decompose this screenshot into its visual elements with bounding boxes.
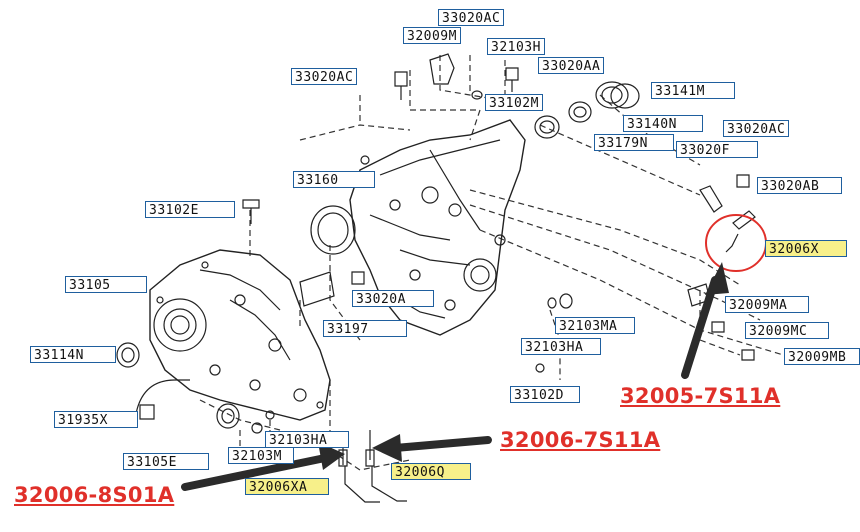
label-32009ma: 32009MA <box>725 296 809 313</box>
label-33114n: 33114N <box>30 346 116 363</box>
label-33020ac-right: 33020AC <box>723 120 790 137</box>
label-32103h: 32103H <box>487 38 545 55</box>
rear-case-housing <box>349 119 526 336</box>
label-31935x: 31935X <box>54 411 138 428</box>
label-33105e: 33105E <box>123 453 209 470</box>
label-33179n: 33179N <box>594 134 674 151</box>
front-case-housing <box>149 249 331 421</box>
sensor-highlight-circle <box>705 214 767 272</box>
arrow-heads <box>318 262 729 470</box>
label-33102m: 33102M <box>485 94 543 111</box>
arrow-to-32006x <box>681 276 719 379</box>
arrow-to-32006xa <box>181 454 329 491</box>
label-32009m: 32009M <box>403 27 461 44</box>
label-32103ma: 32103MA <box>555 317 635 334</box>
label-32103ha-low: 32103HA <box>265 431 349 448</box>
label-33140n: 33140N <box>623 115 703 132</box>
annotation-32006-8s01a: 32006-8S01A <box>14 483 175 507</box>
label-33102e: 33102E <box>145 201 235 218</box>
label-33020a: 33020A <box>352 290 434 307</box>
label-32006q: 32006Q <box>391 463 471 480</box>
label-33020ac-left: 33020AC <box>291 68 358 85</box>
label-33160: 33160 <box>293 171 375 188</box>
label-33020aa: 33020AA <box>538 57 605 74</box>
label-33197: 33197 <box>323 320 407 337</box>
label-32103m: 32103M <box>228 447 294 464</box>
label-32103ha-mid: 32103HA <box>521 338 601 355</box>
label-32006xa: 32006XA <box>245 478 329 495</box>
label-32006x: 32006X <box>765 240 847 257</box>
annotation-arrows <box>181 276 719 491</box>
label-33102d: 33102D <box>510 386 580 403</box>
label-33020f: 33020F <box>676 141 758 158</box>
label-33020ab: 33020AB <box>757 177 842 194</box>
label-32009mc: 32009MC <box>745 322 829 339</box>
annotation-32006-7s11a: 32006-7S11A <box>500 428 661 452</box>
label-33105: 33105 <box>65 276 147 293</box>
annotation-32005-7s11a: 32005-7S11A <box>620 384 781 408</box>
arrow-to-32006q <box>391 436 492 452</box>
label-33020ac-top: 33020AC <box>438 9 505 26</box>
label-32009mb: 32009MB <box>784 348 860 365</box>
label-33141m: 33141M <box>651 82 735 99</box>
